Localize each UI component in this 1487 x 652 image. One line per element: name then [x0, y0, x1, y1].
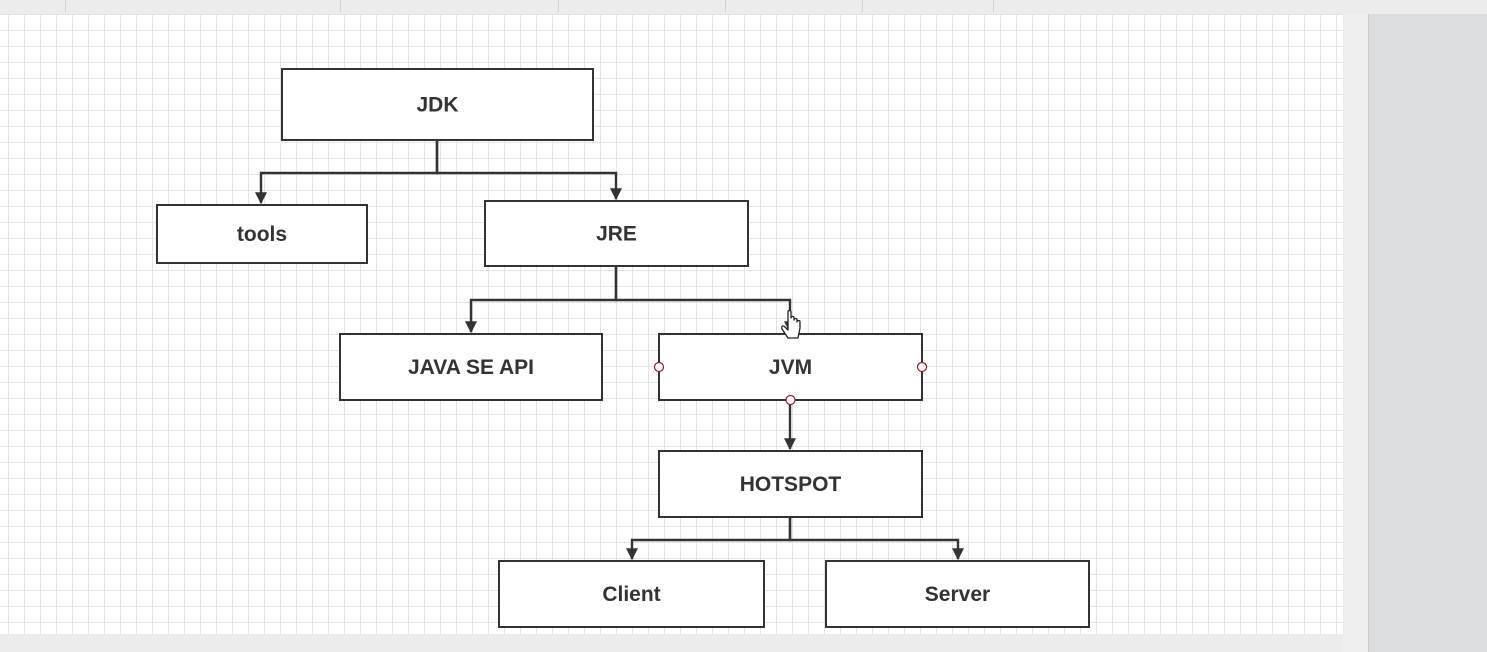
node-label: Server [925, 583, 990, 606]
edge-jre-to-java-se-api[interactable] [465, 266, 618, 334]
node-jvm[interactable]: JVM [658, 333, 923, 401]
edge-hotspot-to-client[interactable] [626, 517, 792, 561]
canvas-scroll-gutter[interactable] [1343, 14, 1368, 652]
node-box[interactable] [339, 333, 603, 401]
node-label: JVM [769, 356, 812, 379]
connection-handle-right[interactable] [916, 361, 928, 373]
node-label: JDK [416, 94, 458, 117]
tab-separator [558, 0, 559, 12]
nodes-layer: JDK tools JRE JAVA SE API JVM HOTSPOT Client Se… [156, 68, 1090, 628]
node-box[interactable] [658, 450, 923, 518]
format-panel [1368, 14, 1487, 652]
node-box[interactable] [825, 560, 1090, 628]
node-label: JAVA SE API [408, 356, 534, 379]
node-server[interactable]: Server [825, 560, 1090, 628]
node-tools[interactable]: tools [156, 204, 368, 264]
connection-handle-left[interactable] [653, 361, 665, 373]
connection-handle-bottom[interactable] [785, 394, 796, 406]
edge-jdk-to-tools[interactable] [255, 140, 439, 205]
tab-separator [340, 0, 341, 12]
tab-separator [725, 0, 726, 12]
edge-hotspot-to-server[interactable] [788, 517, 964, 561]
bottom-status-strip [0, 634, 1343, 652]
node-label: tools [237, 223, 287, 246]
node-label: HOTSPOT [740, 473, 842, 496]
node-jre[interactable]: JRE [484, 200, 749, 267]
node-box[interactable] [281, 68, 594, 141]
node-client[interactable]: Client [498, 560, 765, 628]
selection-handles[interactable] [653, 361, 928, 406]
node-label: JRE [596, 223, 637, 246]
tab-separator [65, 0, 66, 12]
node-box[interactable] [498, 560, 765, 628]
diagram-canvas[interactable] [0, 14, 1343, 634]
tab-separator [862, 0, 863, 12]
tab-separator [993, 0, 994, 12]
node-label: Client [602, 583, 660, 606]
node-hotspot[interactable]: HOTSPOT [658, 450, 923, 518]
edge-jdk-to-jre[interactable] [435, 140, 622, 201]
edge-jre-to-jvm[interactable] [614, 266, 796, 334]
node-box[interactable] [156, 204, 368, 264]
node-java-se-api[interactable]: JAVA SE API [339, 333, 603, 401]
node-jdk[interactable]: JDK [281, 68, 594, 141]
hand-pointer-icon [781, 309, 801, 339]
node-box[interactable] [484, 200, 749, 267]
